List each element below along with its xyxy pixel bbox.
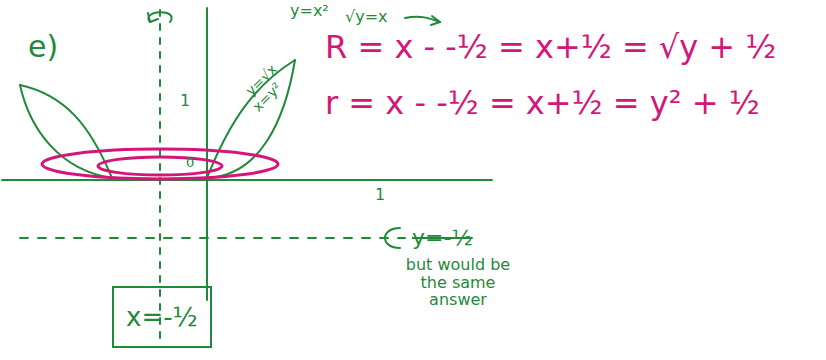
boxed-answer: x=-½ [112,286,212,348]
part-label: e) [28,30,58,63]
crossed-label: y=-½ [412,226,473,250]
inner-washer [98,157,222,175]
x-axis [2,179,492,181]
axis-tick: 1 [180,92,190,110]
formula: r = x - -½ = x+½ = y² + ½ [325,86,760,121]
answer-text: x=-½ [126,302,198,332]
rotation-arrow [385,228,400,248]
formula: R = x - -½ = x+½ = √y + ½ [325,30,776,65]
curve-sqrt [207,60,295,178]
outer-washer [42,149,278,179]
curve-square [207,60,295,178]
arrow-head [148,13,158,22]
dashed-line [20,237,405,239]
arrow-head [431,16,440,25]
y-axis [206,8,208,300]
curve-label: √y=x [345,8,388,26]
axis-tick: 1 [375,186,385,204]
note: but would be the same answer [398,256,518,309]
curve-label: y=x² [290,2,329,20]
origin-label: 0 [186,156,194,170]
rotation-arrow [148,12,171,22]
